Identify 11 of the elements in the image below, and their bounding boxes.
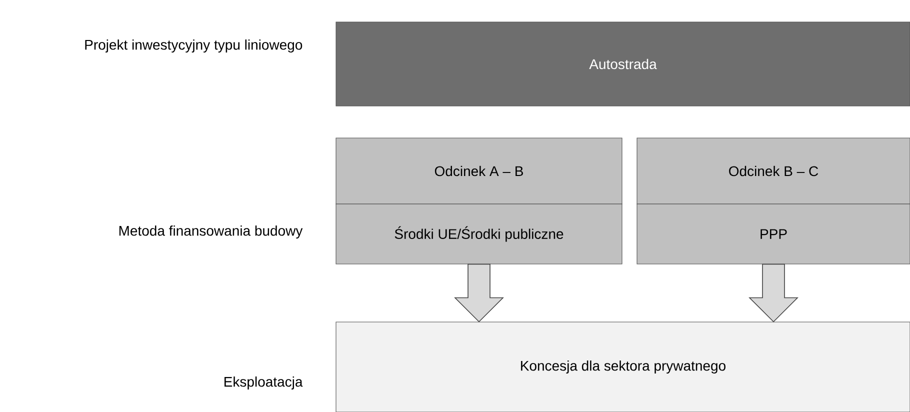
- process-box: Odcinek B – C: [636, 138, 910, 204]
- block-arrow: [454, 264, 504, 322]
- row-label: Metoda finansowania budowy: [119, 225, 303, 239]
- row-label: Projekt inwestycyjny typu liniowego: [85, 39, 302, 53]
- process-box: Środki UE/Środki publiczne: [336, 204, 622, 264]
- process-box: PPP: [636, 204, 910, 264]
- process-box: Koncesja dla sektora prywatnego: [336, 322, 910, 412]
- process-box: Odcinek A – B: [336, 138, 622, 204]
- row-label: Eksploatacja: [224, 376, 303, 390]
- block-arrow: [748, 264, 798, 322]
- process-box: Autostrada: [336, 22, 910, 106]
